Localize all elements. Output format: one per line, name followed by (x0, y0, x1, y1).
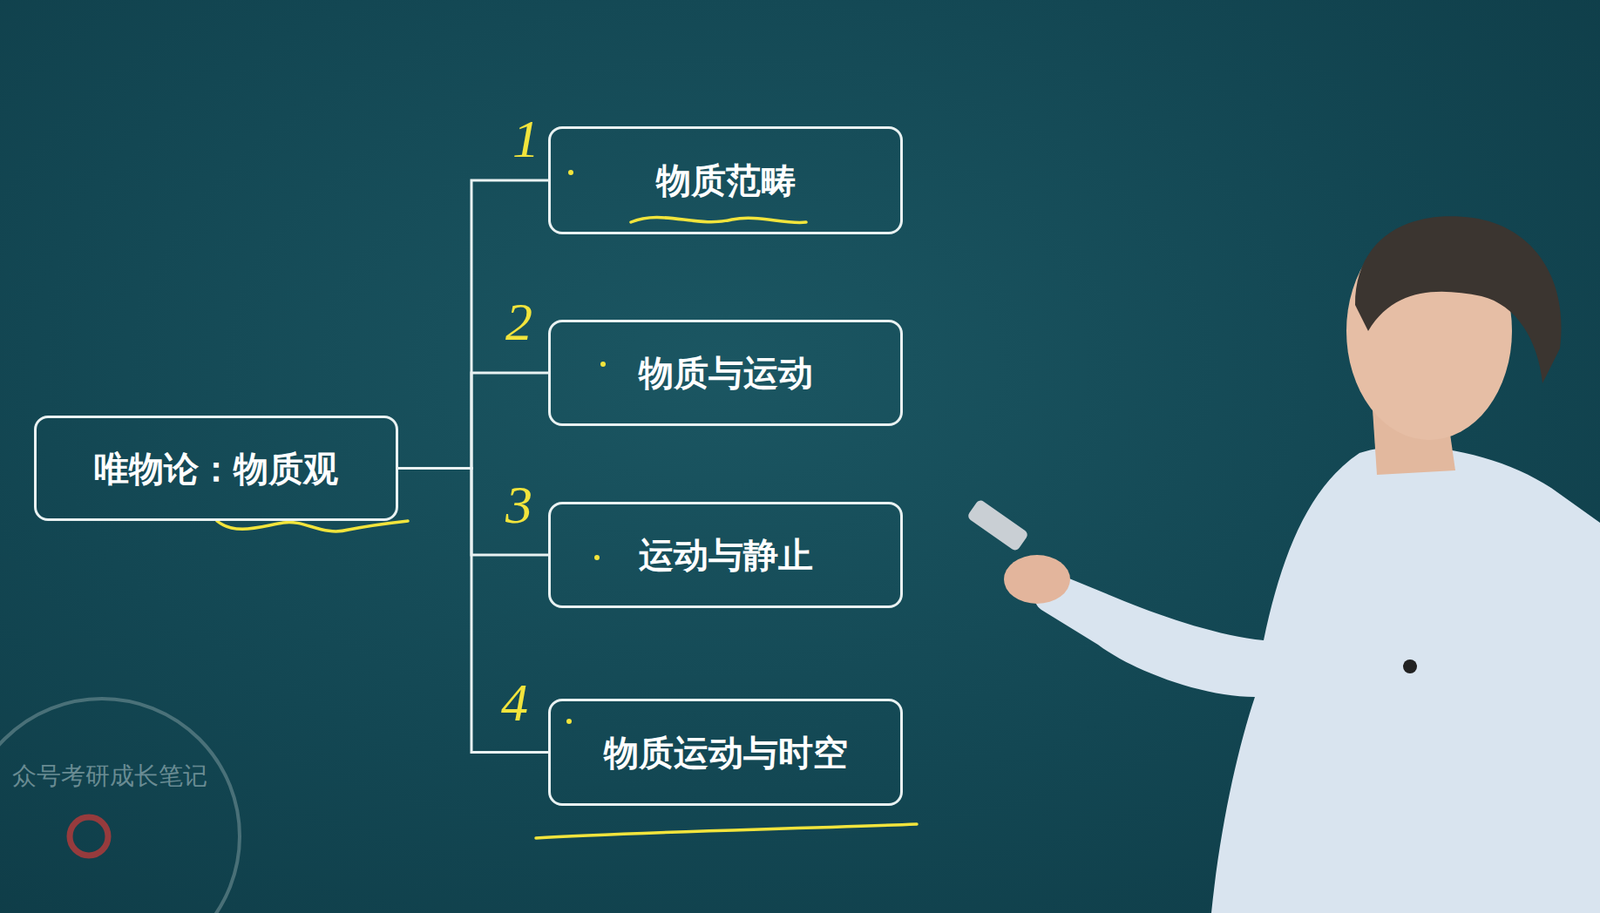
callout-number: 2 (505, 294, 533, 349)
callout-number: 4 (501, 675, 529, 730)
hand-dots (566, 169, 606, 725)
watermark-dot (69, 817, 109, 856)
tree-connector (398, 468, 549, 753)
presenter-figure (966, 216, 1600, 913)
topic-text: 运动与静止 (638, 534, 814, 577)
topic-text: 物质运动与时空 (603, 732, 848, 774)
tree-connector (398, 180, 549, 469)
tree-connector (398, 372, 549, 469)
subtopic-box: 物质与运动 (548, 319, 903, 427)
watermark-ring (0, 698, 240, 913)
subtopic-box: 物质运动与时空 (548, 698, 903, 807)
subtopic-box: 物质范畴 (548, 126, 903, 235)
watermark-text: 众号考研成长笔记 (12, 759, 208, 794)
root-topic-box: 唯物论：物质观 (33, 415, 399, 522)
hand-annotations (216, 217, 917, 839)
tree-connector (398, 468, 549, 556)
callout-number: 3 (505, 477, 533, 532)
subtopic-box: 运动与静止 (548, 501, 903, 609)
topic-text: 唯物论：物质观 (94, 447, 339, 490)
topic-text: 物质与运动 (638, 352, 814, 394)
callout-number: 1 (512, 111, 540, 166)
topic-text: 物质范畴 (656, 159, 796, 202)
